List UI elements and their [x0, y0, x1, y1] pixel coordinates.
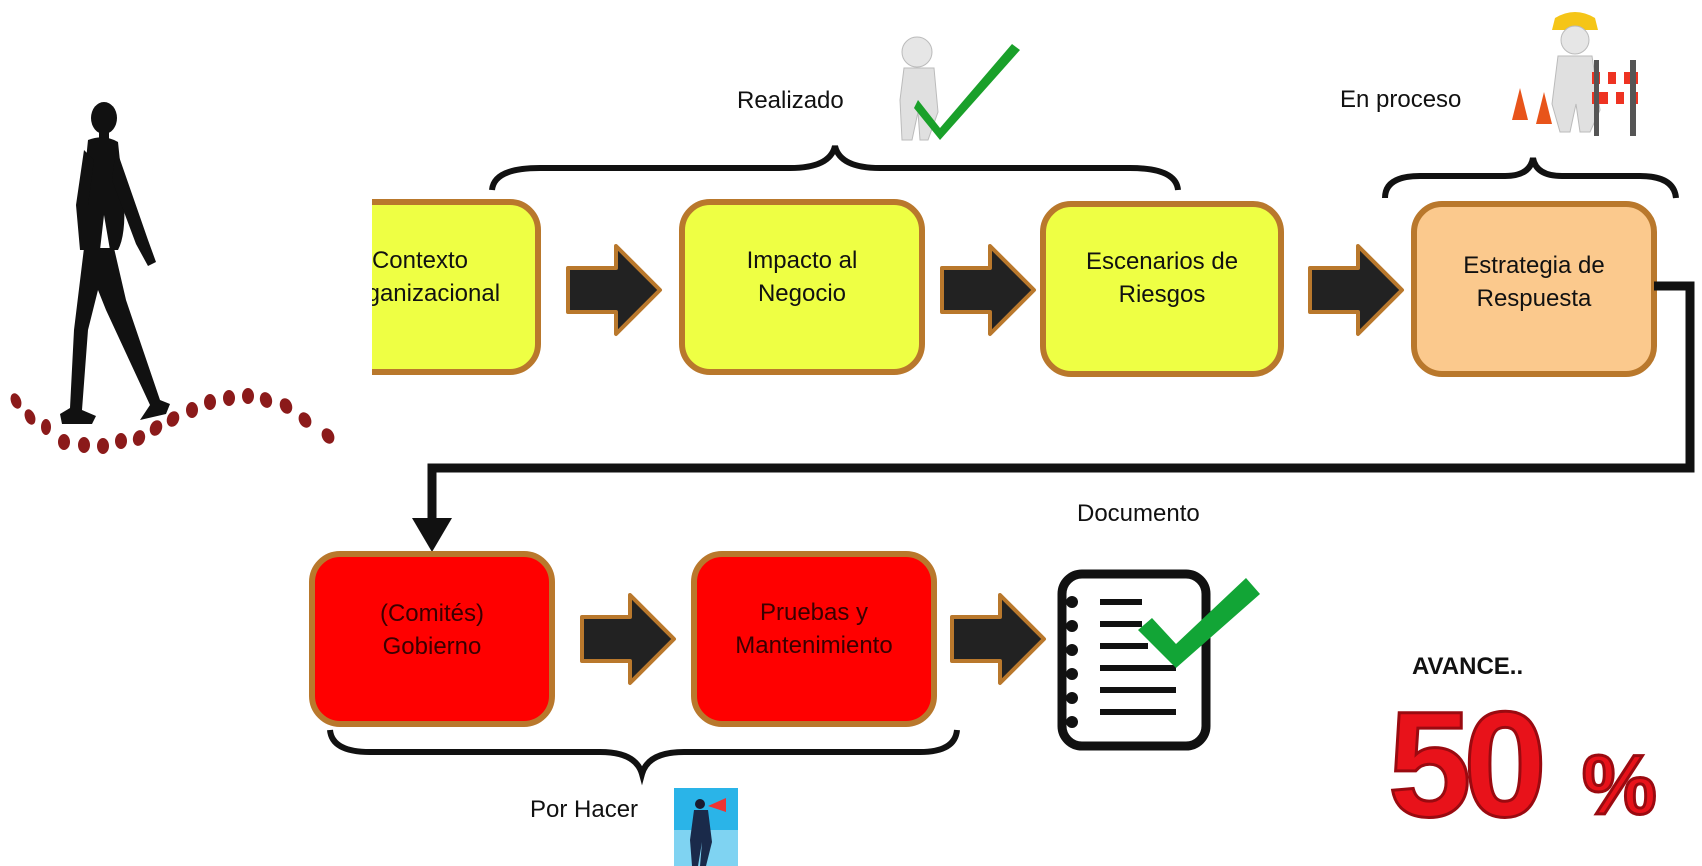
step-box-escenarios: Escenarios de Riesgos: [1040, 201, 1284, 377]
brace-todo: [327, 729, 960, 786]
connector-line: [427, 281, 1695, 520]
step-box-pruebas-line2: Mantenimiento: [735, 632, 892, 659]
step-box-contexto-line1: Contexto: [372, 247, 468, 274]
progress-symbol: %: [1582, 738, 1657, 832]
step-box-contexto: Contexto Organizacional: [340, 199, 541, 375]
step-box-gobierno-line1: (Comités): [380, 600, 484, 627]
document-checklist-icon: [1057, 569, 1260, 751]
step-box-impacto: Impacto al Negocio: [679, 199, 925, 375]
arrow-right-5: [950, 593, 1046, 685]
step-box-pruebas: Pruebas y Mantenimiento: [691, 551, 937, 727]
arrow-right-2: [940, 244, 1036, 336]
step-box-gobierno-line2: Gobierno: [383, 633, 482, 660]
progress-percentage: 50 %: [1387, 679, 1659, 850]
step-box-gobierno: (Comités) Gobierno: [309, 551, 555, 727]
brace-in-progress: [1382, 157, 1679, 199]
walking-person-icon: [60, 102, 170, 424]
connector-arrowhead: [412, 518, 452, 552]
group-label-done: Realizado: [737, 87, 844, 114]
person-checkmark-icon: [899, 36, 1020, 141]
step-box-escenarios-line2: Riesgos: [1119, 281, 1206, 308]
step-box-estrategia-line2: Respuesta: [1477, 285, 1592, 312]
progress-number: 50: [1388, 680, 1541, 848]
step-box-impacto-line2: Negocio: [758, 280, 846, 307]
document-label: Documento: [1077, 500, 1200, 527]
arrow-right-3: [1308, 244, 1404, 336]
megaphone-person-icon: [674, 788, 738, 866]
arrow-right-4: [580, 593, 676, 685]
construction-worker-icon: [1512, 12, 1638, 136]
progress-label: AVANCE..: [1412, 653, 1523, 680]
arrow-right-1: [566, 244, 662, 336]
step-box-pruebas-line1: Pruebas y: [760, 599, 868, 626]
step-box-estrategia-line1: Estrategia de: [1463, 252, 1604, 279]
step-box-estrategia: Estrategia de Respuesta: [1411, 201, 1657, 377]
group-label-in-progress: En proceso: [1340, 86, 1461, 113]
footprints-trail: [10, 388, 335, 454]
step-box-contexto-line2: Organizacional: [340, 280, 500, 307]
step-box-escenarios-line1: Escenarios de: [1086, 248, 1238, 275]
brace-done: [489, 145, 1181, 191]
step-box-impacto-line1: Impacto al: [747, 247, 858, 274]
group-label-todo: Por Hacer: [530, 796, 638, 823]
